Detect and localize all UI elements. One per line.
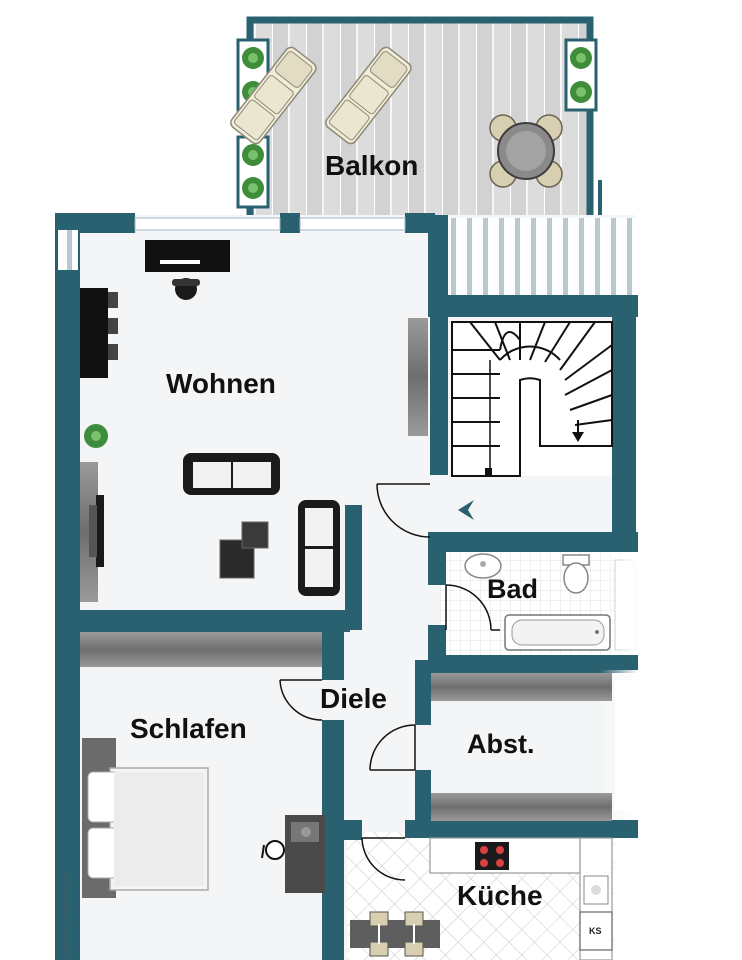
cabinet xyxy=(408,318,428,436)
sink-icon xyxy=(583,875,609,905)
office-chair-icon xyxy=(261,840,285,860)
room-label-schlafen: Schlafen xyxy=(130,713,247,744)
dining-table-icon xyxy=(350,911,440,957)
wardrobe xyxy=(80,632,322,667)
sink-icon xyxy=(464,553,502,579)
fridge-icon xyxy=(579,911,613,951)
stair-marker xyxy=(485,468,492,476)
office-chair-icon xyxy=(172,278,200,300)
room-label-diele: Diele xyxy=(320,683,387,714)
desk-icon xyxy=(285,815,325,893)
staircase-icon xyxy=(451,321,613,477)
room-label-balkon: Balkon xyxy=(325,150,419,181)
fridge-label: KS xyxy=(589,926,602,936)
window-fade xyxy=(600,552,638,958)
room-label-bad: Bad xyxy=(487,574,539,604)
plant-icon xyxy=(84,424,108,448)
wardrobe xyxy=(431,673,612,821)
room-label-wohnen: Wohnen xyxy=(166,368,276,399)
desk-icon xyxy=(145,240,230,272)
sun-lounger-icon xyxy=(325,46,412,145)
stair-arrow-icon xyxy=(572,432,584,442)
shelf xyxy=(80,288,118,378)
plant-icon xyxy=(564,38,598,112)
round-table-icon xyxy=(489,114,563,188)
coffee-table-icon xyxy=(219,521,269,579)
door xyxy=(361,837,406,881)
tv-icon xyxy=(80,462,104,602)
room-label-abst: Abst. xyxy=(467,729,535,759)
cooktop-icon xyxy=(475,842,509,870)
toilet-icon xyxy=(562,554,590,594)
room-label-kueche: Küche xyxy=(457,880,543,911)
walls xyxy=(55,213,638,960)
bed-icon xyxy=(82,738,209,898)
door xyxy=(445,584,500,631)
bathtub-icon xyxy=(504,614,611,651)
watermark: VON POLL IMMOBILIEN xyxy=(64,871,70,958)
door xyxy=(369,724,416,771)
entry-arrow-icon xyxy=(458,500,474,520)
railing xyxy=(435,218,635,298)
sun-lounger-icon xyxy=(230,46,317,145)
sofa-icon xyxy=(183,453,280,495)
door xyxy=(279,679,323,721)
sofa-icon xyxy=(298,500,340,596)
door xyxy=(376,483,431,538)
plant-icon xyxy=(236,135,270,209)
